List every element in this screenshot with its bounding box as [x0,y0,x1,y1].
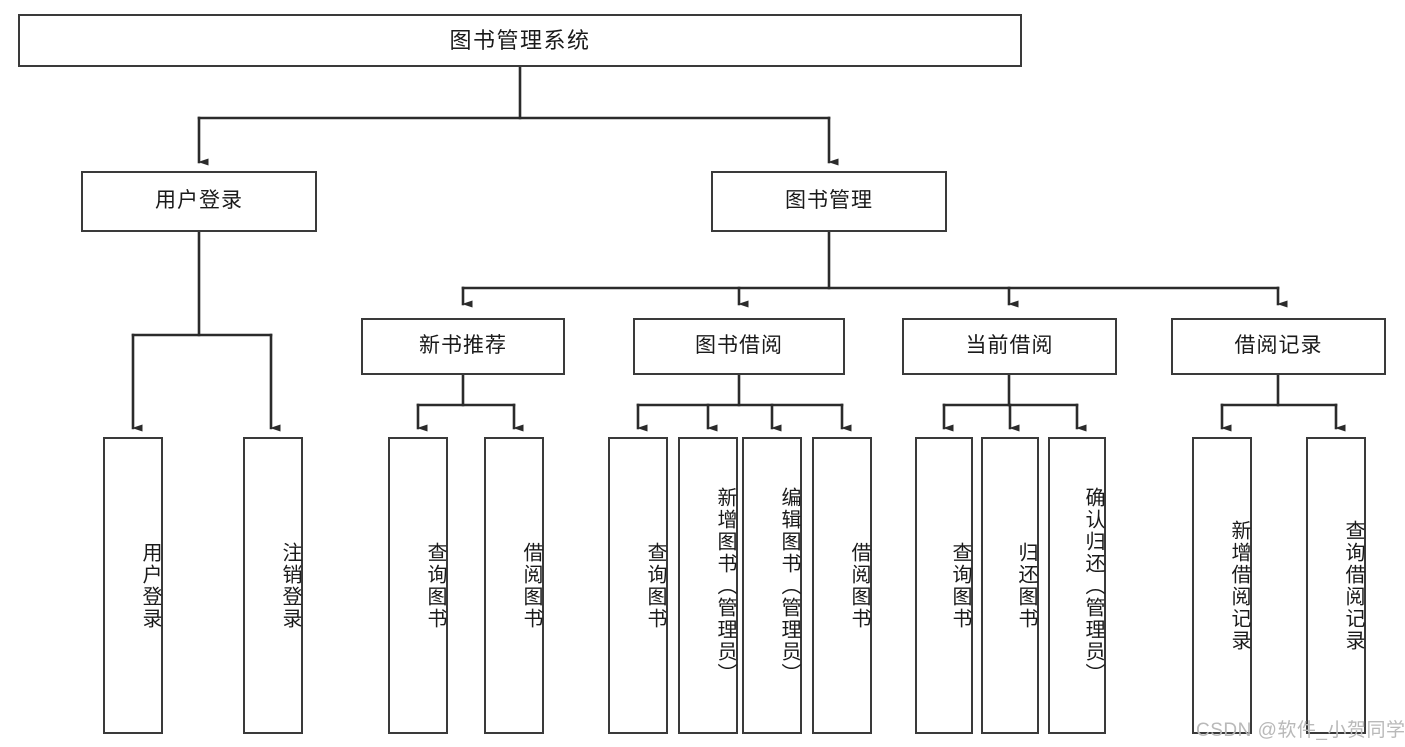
leaf-label: 注销登录 [279,541,301,630]
leaf-label: 确认归还（管理员） [1082,486,1104,685]
leaf-label: 查询图书 [949,541,971,630]
csdn-watermark: CSDN @软件_小贺同学 [1196,720,1405,741]
node-book-borrow[interactable]: 图书借阅 [633,318,845,375]
node-new-book-recommend[interactable]: 新书推荐 [361,318,565,375]
leaf-borrow-book-1[interactable]: 借阅图书 [484,437,544,734]
node-borrow-record[interactable]: 借阅记录 [1171,318,1386,375]
leaf-label: 归还图书 [1015,541,1037,630]
node-current-borrow[interactable]: 当前借阅 [902,318,1117,375]
leaf-logout[interactable]: 注销登录 [243,437,303,734]
leaf-label: 编辑图书（管理员） [778,486,800,685]
node-root[interactable]: 图书管理系统 [18,14,1022,67]
leaf-edit-book[interactable]: 编辑图书（管理员） [742,437,802,734]
leaf-borrow-book-2[interactable]: 借阅图书 [812,437,872,734]
leaf-query-book-3[interactable]: 查询图书 [915,437,973,734]
leaf-query-book-1[interactable]: 查询图书 [388,437,448,734]
leaf-query-record[interactable]: 查询借阅记录 [1306,437,1366,734]
leaf-user-login[interactable]: 用户登录 [103,437,163,734]
leaf-label: 查询图书 [644,541,666,630]
leaf-query-book-2[interactable]: 查询图书 [608,437,668,734]
leaf-label: 用户登录 [139,541,161,630]
leaf-label: 查询图书 [424,541,446,630]
leaf-label: 借阅图书 [848,541,870,630]
leaf-add-book[interactable]: 新增图书（管理员） [678,437,738,734]
node-book-manage[interactable]: 图书管理 [711,171,947,232]
leaf-label: 新增借阅记录 [1228,519,1250,652]
leaf-add-record[interactable]: 新增借阅记录 [1192,437,1252,734]
leaf-confirm-return[interactable]: 确认归还（管理员） [1048,437,1106,734]
leaf-label: 查询借阅记录 [1342,519,1364,652]
leaf-label: 借阅图书 [520,541,542,630]
leaf-return-book[interactable]: 归还图书 [981,437,1039,734]
node-user-login[interactable]: 用户登录 [81,171,317,232]
leaf-label: 新增图书（管理员） [714,486,736,685]
